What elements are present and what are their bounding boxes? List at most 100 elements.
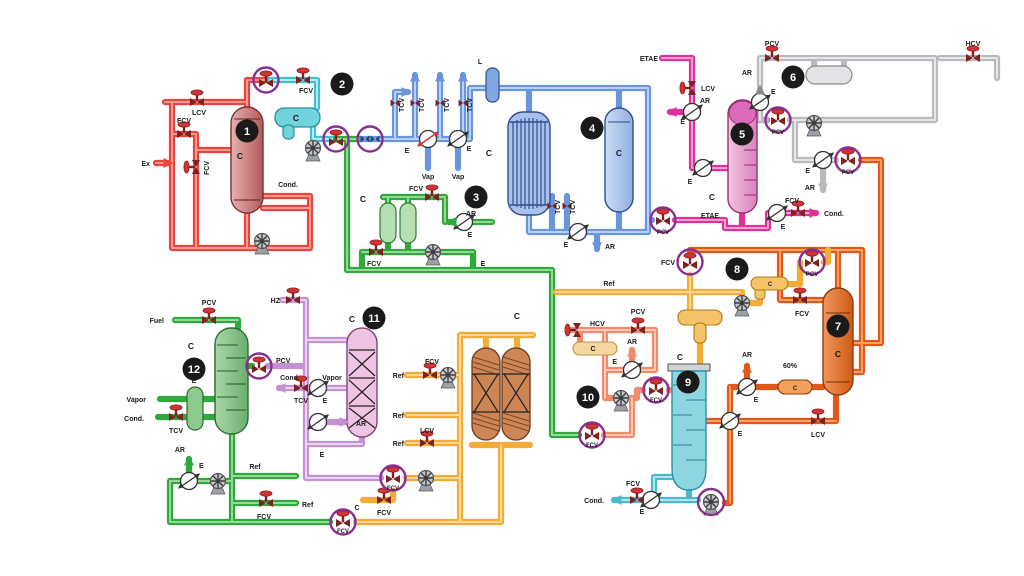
- unit-badge-5: 5: [730, 122, 754, 146]
- arrow-icon: [184, 455, 194, 466]
- label-e: E: [805, 168, 810, 175]
- label-e: E: [688, 179, 693, 186]
- label-lcv: LCV: [420, 428, 434, 435]
- label-e: E: [738, 431, 743, 438]
- unit-badge-9: 9: [676, 370, 700, 394]
- label-c: C: [768, 282, 773, 288]
- label-e: E: [405, 148, 410, 155]
- label-e: E: [564, 242, 569, 249]
- circled-valve-marker: [676, 248, 704, 276]
- arrow-icon: [627, 346, 637, 357]
- svg-text:8: 8: [734, 264, 740, 276]
- label-tcv: TCV: [570, 200, 577, 214]
- heat-exchanger-icon: [306, 412, 330, 432]
- label-e: E: [323, 398, 328, 405]
- unit6-vessel: [805, 65, 853, 85]
- label-fcv: FCV: [425, 359, 439, 366]
- unit11-column: [346, 327, 378, 438]
- heat-exchanger-icon: [446, 129, 470, 149]
- unit5-vessel: [727, 99, 758, 214]
- label-fcv: FCV: [299, 88, 313, 95]
- label-c: C: [360, 194, 366, 204]
- label-60pct: 60%: [783, 363, 798, 370]
- unit4-vessels: [485, 67, 634, 216]
- label-e: E: [680, 119, 685, 126]
- label-fcv: FCV: [586, 443, 598, 449]
- circled-valve-marker: [834, 146, 862, 174]
- label-pcv: PCV: [276, 358, 291, 365]
- heat-exchanger-icon: [811, 150, 835, 170]
- label-fcv: FCV: [795, 311, 809, 318]
- svg-text:3: 3: [473, 192, 479, 204]
- label-fcv: FCV: [785, 198, 799, 205]
- heat-exchanger-icon: [765, 203, 789, 223]
- label-c: C: [514, 311, 520, 321]
- unit-badge-12: 12: [182, 357, 206, 381]
- label-etae: ETAE: [640, 56, 658, 63]
- arrow-icon: [435, 71, 445, 82]
- unit7-orange-piping: [686, 156, 885, 507]
- arrow-icon: [592, 242, 602, 253]
- label-pcv: PCV: [842, 170, 854, 176]
- label-cond: Cond.: [824, 211, 844, 218]
- label-e: E: [481, 261, 486, 268]
- label-c: C: [590, 346, 595, 353]
- pump-icon: [805, 114, 823, 137]
- circled-pump-marker: [696, 487, 726, 517]
- label-fuel: Fuel: [150, 318, 164, 325]
- label-ref: Ref: [603, 281, 615, 288]
- circled-valve-marker: [379, 464, 407, 492]
- unit8-reactors: [471, 347, 531, 441]
- unit-badge-8: 8: [725, 257, 749, 281]
- label-c: C: [709, 192, 715, 202]
- unit-badge-4: 4: [580, 116, 604, 140]
- svg-text:10: 10: [582, 392, 594, 404]
- unit-badge-11: 11: [362, 306, 386, 330]
- unit6-gray-piping: [756, 54, 1001, 194]
- label-e: E: [192, 378, 197, 385]
- coupling-marker: [356, 125, 384, 153]
- pump-icon: [209, 472, 227, 495]
- arrow-icon: [742, 362, 752, 373]
- unit8-vessels: [677, 276, 789, 344]
- label-c: C: [677, 352, 683, 362]
- svg-text:2: 2: [339, 79, 345, 91]
- unit-badge-6: 6: [781, 65, 805, 89]
- label-lcv: LCV: [811, 432, 825, 439]
- label-ar: AR: [742, 70, 752, 77]
- heat-exchanger-icon: [748, 92, 772, 112]
- unit10-vessel: [572, 341, 618, 356]
- svg-text:1: 1: [244, 126, 250, 138]
- label-ar: AR: [356, 421, 366, 428]
- label-hcv: HCV: [966, 41, 981, 48]
- label-e: E: [781, 224, 786, 231]
- label-lcv: LCV: [192, 110, 206, 117]
- label-tcv: TCV: [294, 398, 308, 405]
- label-lcv: LCV: [701, 86, 715, 93]
- unit-badge-10: 10: [576, 385, 600, 409]
- label-fcv: FCV: [367, 261, 381, 268]
- label-fcv: FCV: [661, 260, 675, 267]
- label-cond: Cond.: [280, 375, 300, 382]
- label-tcv: TCV: [555, 200, 562, 214]
- heat-exchanger-icon: [566, 222, 590, 242]
- label-fcv: FCV: [204, 161, 211, 175]
- label-l: L: [478, 59, 483, 66]
- arrow-icon: [666, 107, 677, 117]
- pump-icon: [424, 243, 442, 266]
- label-ref: Ref: [393, 413, 405, 420]
- label-ref: Ref: [249, 464, 261, 471]
- label-e: E: [754, 397, 759, 404]
- label-c: C: [616, 148, 622, 158]
- circled-valve-marker: [642, 376, 670, 404]
- label-ar: AR: [700, 98, 710, 105]
- label-vapor: Vapor: [127, 397, 147, 404]
- svg-text:12: 12: [188, 364, 200, 376]
- label-c: C: [793, 386, 798, 392]
- circled-valve-marker: [649, 206, 677, 234]
- label-cond: Cond.: [124, 416, 144, 423]
- unit12-column: [186, 327, 249, 435]
- label-tcv: TCV: [419, 98, 426, 112]
- pump-icon: [304, 139, 322, 162]
